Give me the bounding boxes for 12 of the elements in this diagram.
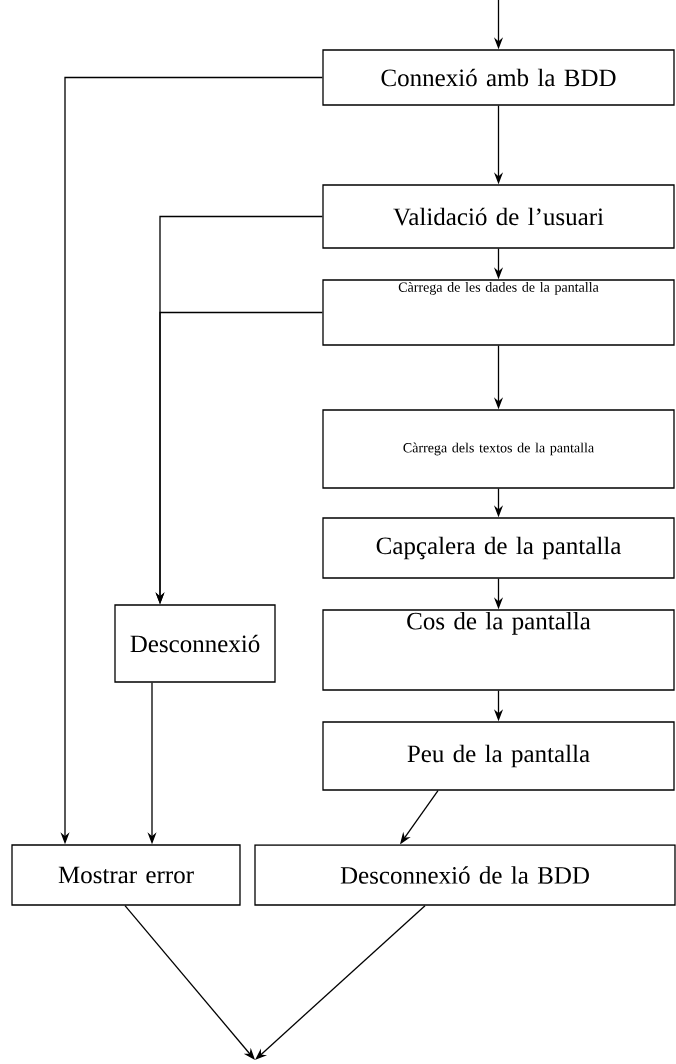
process-box: Capçalera de la pantalla (322, 517, 675, 579)
process-box: Validació de l’usuari (322, 184, 675, 249)
process-box: Peu de la pantalla (322, 721, 675, 791)
process-box: Desconnexió (114, 604, 276, 683)
process-box: Connexió amb la BDD (322, 49, 675, 106)
arrow (255, 905, 426, 1060)
process-box: Cos de la pantalla (322, 609, 675, 691)
process-box: Càrrega dels textos de la pantalla (322, 409, 675, 489)
process-box: Càrrega de les dades de la pantalla (322, 279, 675, 346)
process-box: Mostrar error (11, 844, 241, 906)
process-box: Desconnexió de la BDD (254, 844, 676, 906)
arrow (124, 905, 255, 1060)
